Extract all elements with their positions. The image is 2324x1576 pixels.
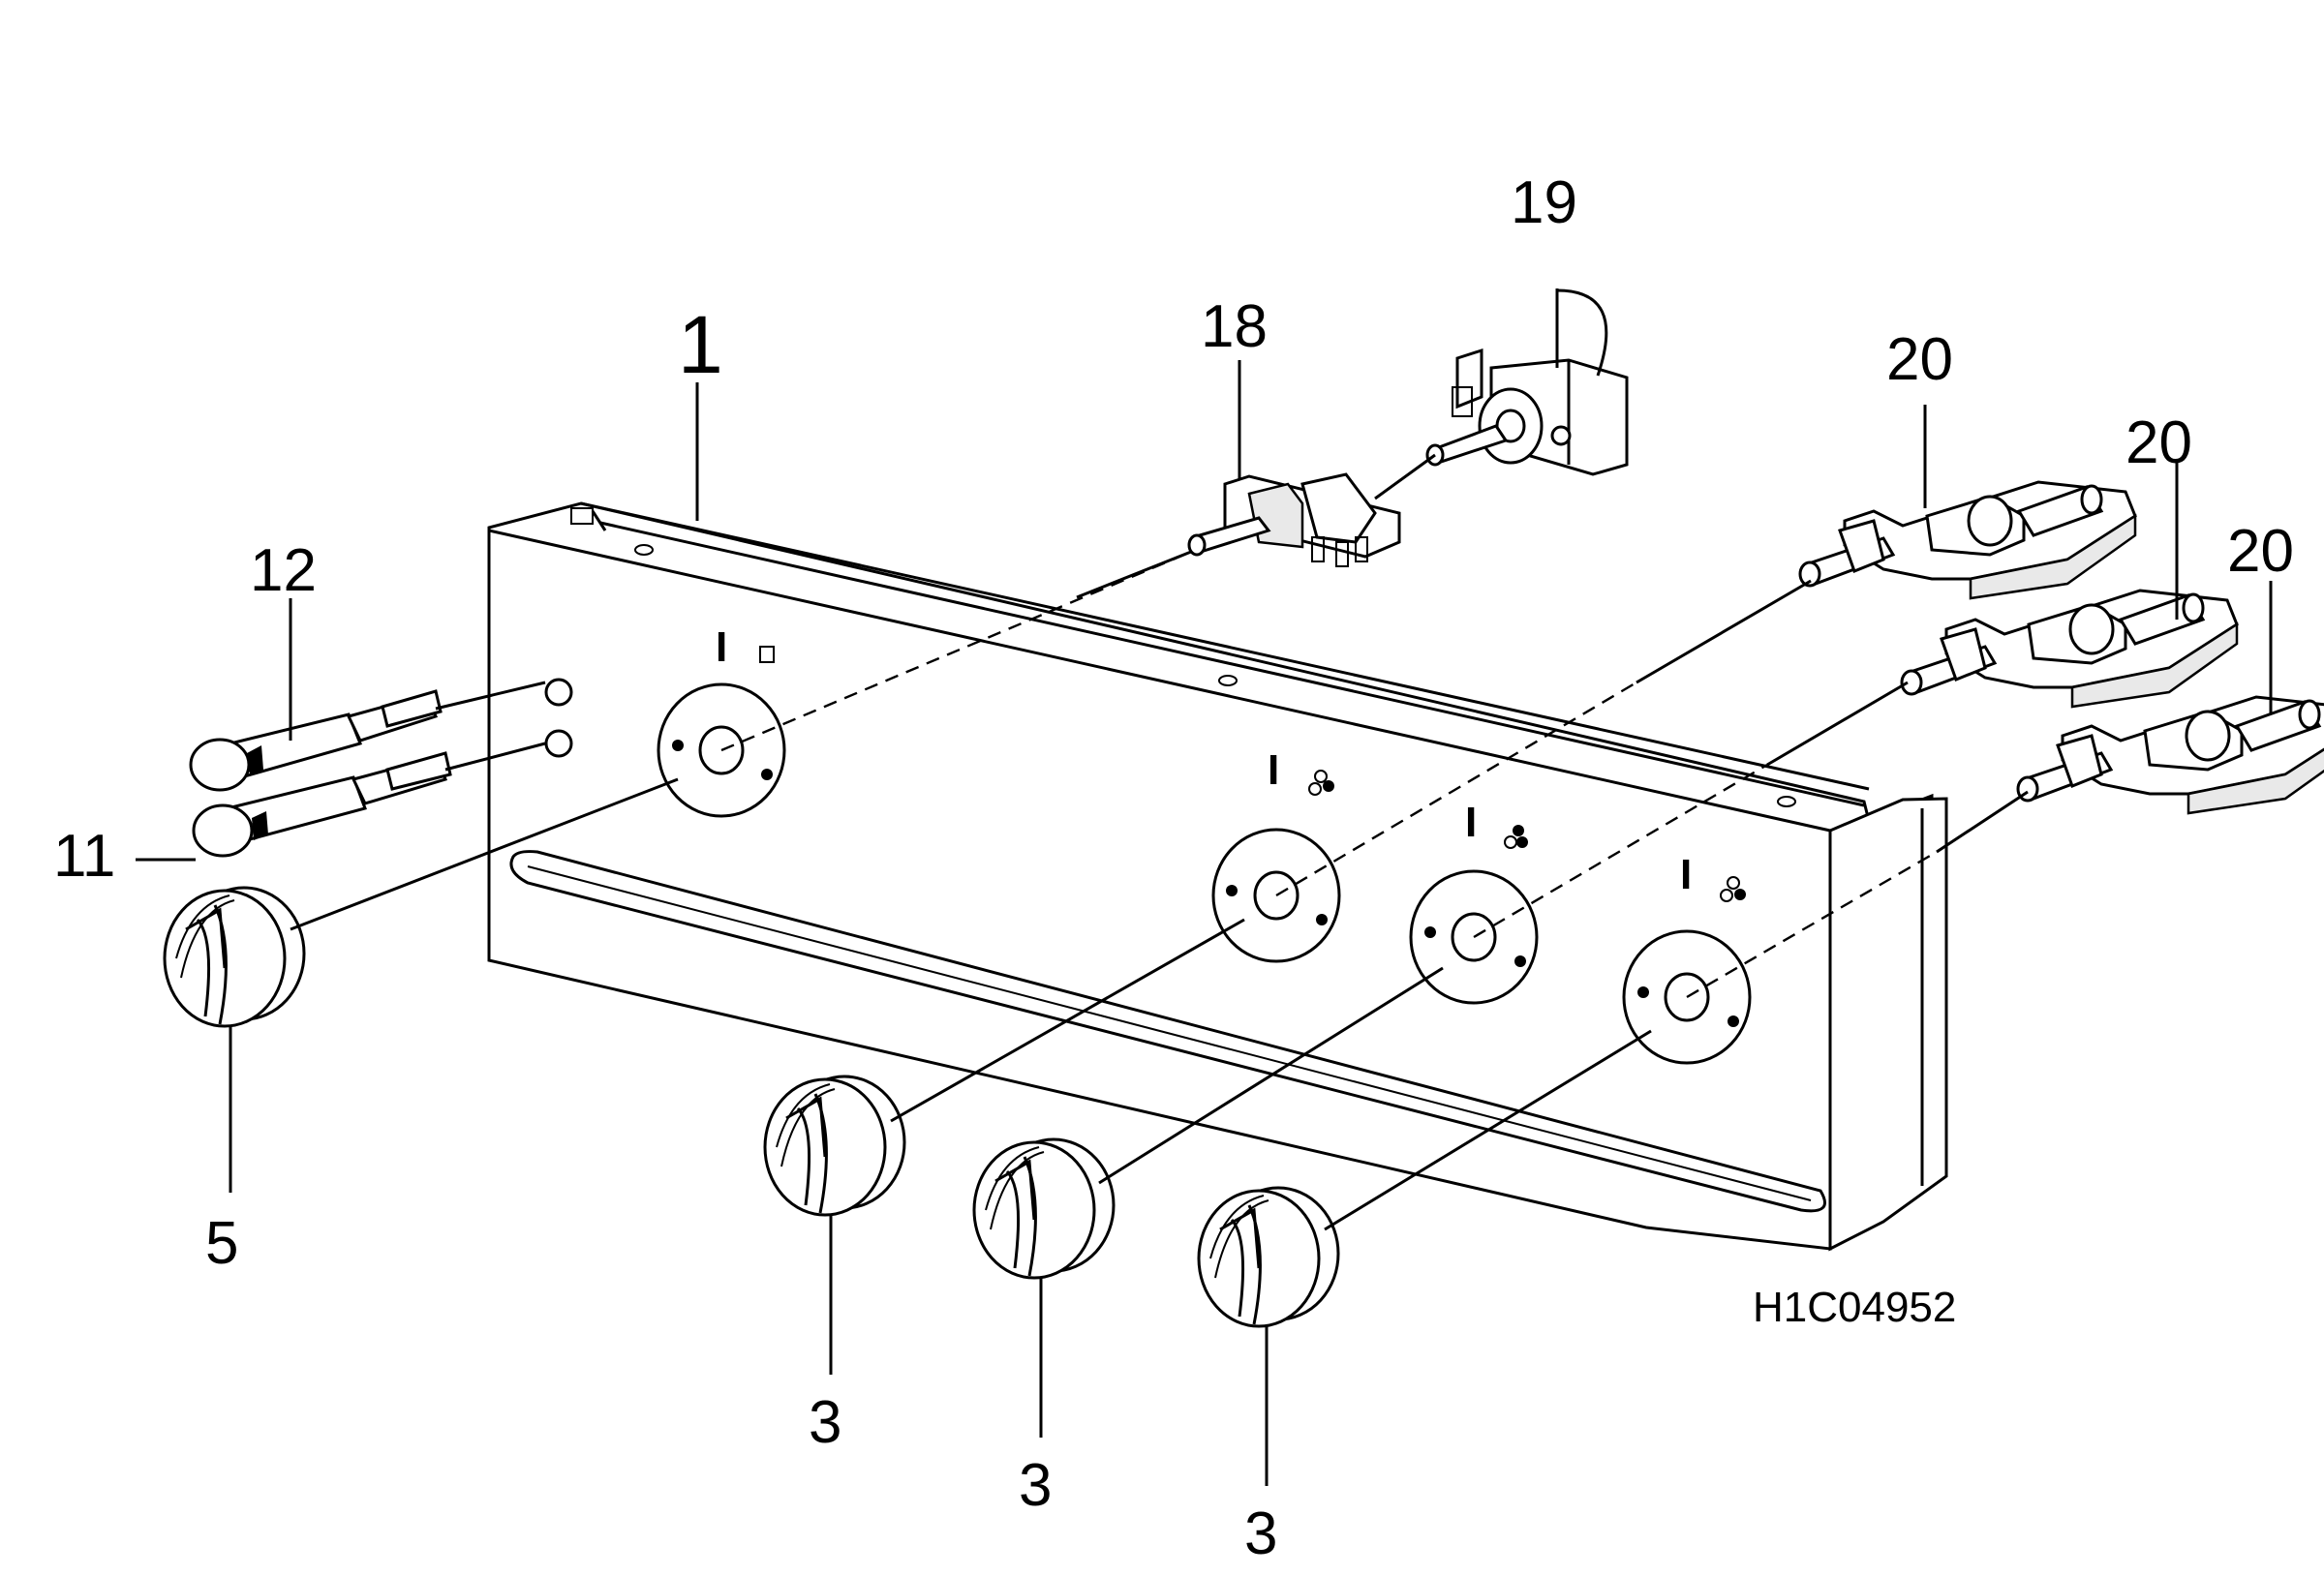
- callout-lamp-11: 11: [53, 823, 115, 890]
- panel-mark-3: I: [1465, 799, 1477, 846]
- knob-3-c: [1197, 1186, 1340, 1328]
- callout-knob-3-b: 3: [1019, 1452, 1052, 1519]
- burner-symbol-icon: [1308, 770, 1334, 796]
- panel-mark-4: I: [1680, 851, 1692, 898]
- thermostat-19: [1425, 288, 1629, 476]
- callout-lamp-12: 12: [250, 537, 317, 604]
- drawing-code: H1C04952: [1753, 1284, 1956, 1331]
- callout-tap-20-b: 20: [2125, 409, 2192, 476]
- callouts: 1 18 19 20 20 20 12 11 5 3 3 3 H1C04952: [53, 169, 2294, 1567]
- callout-thermostat-19: 19: [1511, 169, 1577, 236]
- indicator-lamp-12: [189, 689, 443, 792]
- callout-knob-3-a: 3: [809, 1389, 841, 1456]
- control-panel: I I I I: [487, 501, 1948, 1252]
- gas-tap-20-a: [1798, 480, 2137, 600]
- callout-knob-5: 5: [205, 1210, 238, 1277]
- callout-knob-3-c: 3: [1244, 1500, 1277, 1567]
- oven-symbol: [759, 646, 775, 663]
- assembly-lines: [290, 453, 2029, 1231]
- callout-switch-18: 18: [1201, 293, 1268, 360]
- knob-3-b: [972, 1137, 1116, 1280]
- panel-mark-2: I: [1268, 746, 1279, 794]
- panel-mark-1: I: [716, 623, 727, 671]
- leader-lines: [136, 360, 2273, 1486]
- callout-panel: 1: [678, 299, 723, 390]
- switch-18: [1187, 472, 1401, 567]
- gas-tap-20-c: [2016, 695, 2324, 815]
- knob-5: [163, 886, 306, 1028]
- indicator-lamp-11: [192, 751, 452, 858]
- burner-symbol-icon: [1720, 876, 1746, 902]
- knob-3-a: [763, 1075, 906, 1217]
- callout-tap-20-a: 20: [1886, 326, 1953, 393]
- callout-tap-20-c: 20: [2227, 518, 2294, 585]
- gas-tap-20-b: [1900, 589, 2239, 709]
- burner-symbol-icon: [1504, 825, 1528, 849]
